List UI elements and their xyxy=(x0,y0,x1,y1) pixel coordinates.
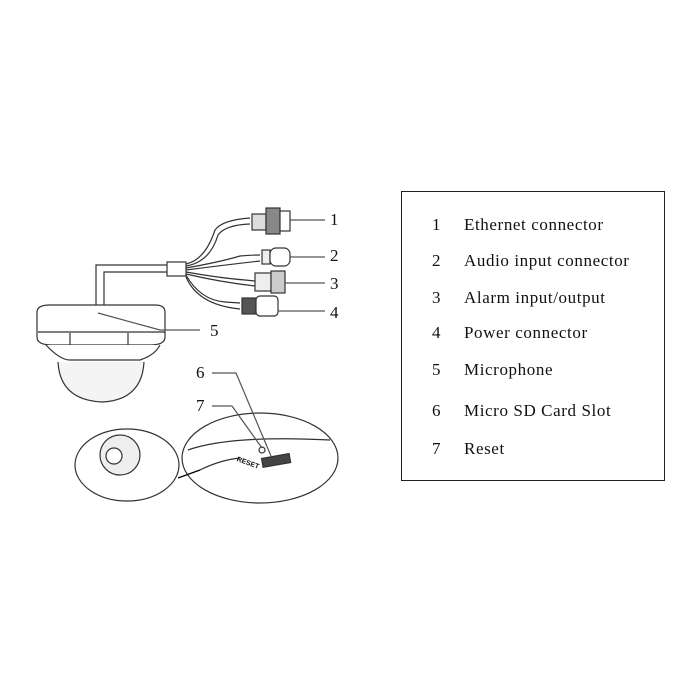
callout-2: 2 xyxy=(330,246,339,265)
legend-label: Power connector xyxy=(464,323,588,342)
callout-4: 4 xyxy=(330,303,339,322)
legend-label: Microphone xyxy=(464,360,554,379)
legend-number: 7 xyxy=(432,439,442,458)
callout-3: 3 xyxy=(330,274,339,293)
legend-number: 1 xyxy=(432,215,442,234)
legend-label: Alarm input/output xyxy=(464,288,606,307)
alarm-connector xyxy=(254,270,286,294)
legend-label: Ethernet connector xyxy=(464,215,604,234)
camera-bottom-view xyxy=(74,412,339,504)
legend-number: 5 xyxy=(432,360,442,379)
legend-label: Reset xyxy=(464,439,505,458)
legend-number: 4 xyxy=(432,323,442,342)
callout-7: 7 xyxy=(196,396,205,415)
callout-1: 1 xyxy=(330,210,339,229)
legend-box: 1 Ethernet connector 2 Audio input connect… xyxy=(401,191,665,481)
leader-lines xyxy=(97,219,325,457)
callout-6: 6 xyxy=(196,363,205,382)
camera-dome-side-view xyxy=(36,304,166,403)
ethernet-connector xyxy=(251,207,291,235)
audio-connector xyxy=(261,247,291,267)
legend-number: 3 xyxy=(432,288,442,307)
legend-label: Micro SD Card Slot xyxy=(464,401,612,420)
legend-label: Audio input connector xyxy=(464,251,630,270)
power-connector xyxy=(241,295,279,317)
cable-assembly xyxy=(95,207,291,317)
legend-number: 6 xyxy=(432,401,442,420)
callout-5: 5 xyxy=(210,321,219,340)
legend-number: 2 xyxy=(432,251,442,270)
